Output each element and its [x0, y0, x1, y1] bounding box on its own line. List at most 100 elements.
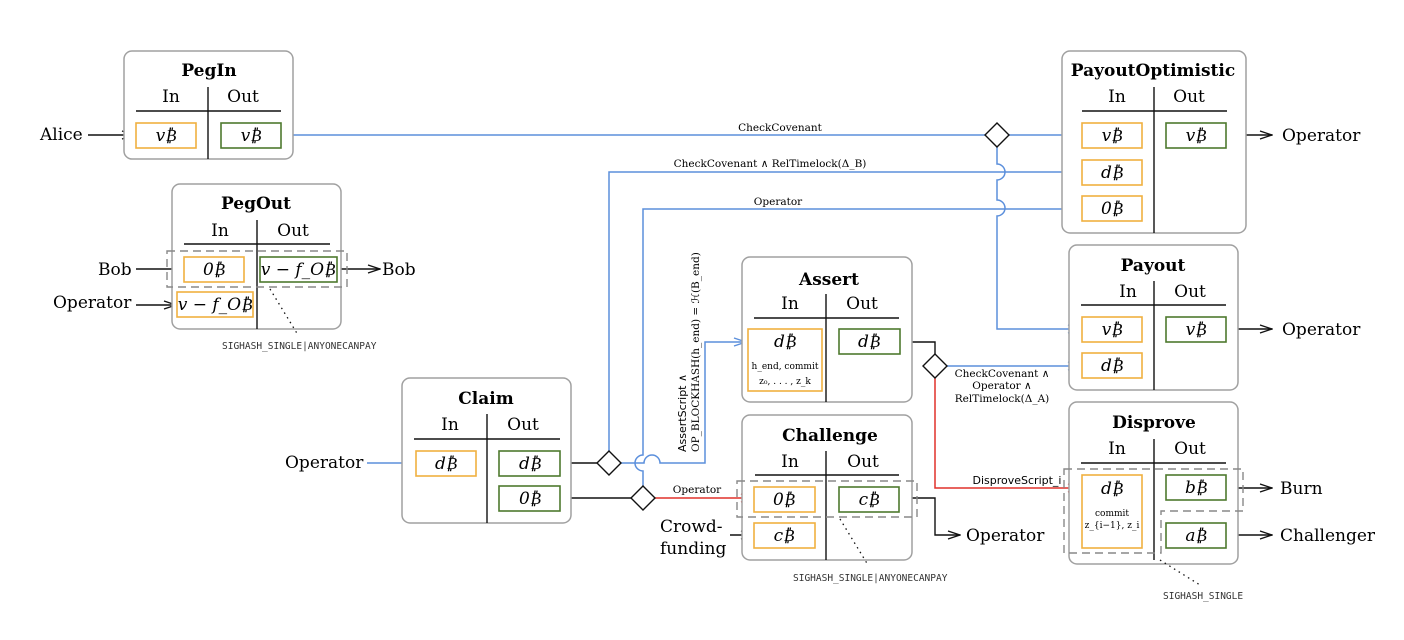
tx-pegin: PegIn In Out v₿ v₿ — [123, 50, 294, 160]
input-value: v₿ — [156, 126, 177, 146]
tx-title: Disprove — [1112, 413, 1196, 433]
out-header: Out — [227, 87, 259, 107]
label-check-covenant-timelock-b: CheckCovenant ∧ RelTimelock(Δ_B) — [674, 158, 867, 170]
in-header: In — [1119, 282, 1137, 302]
label-operator-top: Operator — [754, 196, 803, 208]
input-value: v − f_O₿ — [178, 295, 253, 315]
sighash-group — [1063, 468, 1244, 554]
input-utxo — [1081, 316, 1143, 343]
input-note: h_end, commit — [752, 362, 819, 372]
in-header: In — [441, 415, 459, 435]
label-assert-script-2: OP_BLOCKHASH(h_end) = ℋ(B_end) — [690, 252, 702, 452]
actor-operator-payout-opt: Operator — [1282, 126, 1361, 146]
sighash-group — [166, 250, 348, 288]
output-utxo — [498, 450, 561, 477]
label-assert-script-1: AssertScript ∧ — [676, 374, 689, 452]
sighash-label: SIGHASH_SINGLE|ANYONECANPAY — [222, 341, 377, 352]
input-value: d₿ — [1101, 163, 1123, 183]
label-check-covenant: CheckCovenant — [738, 122, 823, 134]
actor-operator-payout: Operator — [1282, 320, 1361, 340]
input-utxo — [176, 291, 254, 318]
out-header: Out — [846, 294, 878, 314]
tx-challenge: Challenge In Out 0₿ c₿ c₿ SIGHASH_SINGLE… — [736, 414, 948, 584]
actor-challenger: Challenger — [1280, 526, 1376, 546]
output-value: v − f_O₿ — [261, 260, 336, 280]
input-utxo — [415, 450, 477, 477]
tx-title: PayoutOptimistic — [1071, 61, 1235, 81]
output-utxo — [220, 122, 282, 149]
sighash-label: SIGHASH_SINGLE — [1163, 591, 1243, 602]
input-value: 0₿ — [773, 490, 795, 510]
input-utxo — [753, 522, 816, 549]
edge-labels: CheckCovenant CheckCovenant ∧ RelTimeloc… — [673, 122, 1062, 496]
input-utxo — [183, 256, 245, 283]
input-note: commit — [1095, 509, 1129, 519]
tx-disprove: Disprove In Out d₿ commit z_{i−1}, z_i b… — [1063, 401, 1244, 602]
actor-alice: Alice — [39, 125, 83, 145]
actor-operator-claim: Operator — [285, 453, 364, 473]
sighash-group — [736, 480, 918, 518]
edge-claim-payoutopt-d — [608, 172, 1080, 451]
output-value: 0₿ — [519, 489, 541, 509]
input-utxo — [1081, 195, 1143, 222]
label-payout-cond-3: RelTimelock(Δ_A) — [955, 393, 1050, 405]
actor-burn: Burn — [1280, 479, 1323, 499]
input-value: c₿ — [774, 526, 795, 546]
input-value: d₿ — [774, 332, 796, 352]
out-header: Out — [277, 221, 309, 241]
output-value: b₿ — [1185, 478, 1207, 498]
output-utxo — [1165, 316, 1227, 343]
input-value: 0₿ — [203, 260, 225, 280]
label-disprove-script: DisproveScript_i — [973, 474, 1062, 487]
diamond-assert — [922, 353, 948, 379]
input-value: v₿ — [1102, 320, 1123, 340]
out-header: Out — [507, 415, 539, 435]
actor-operator-pegout: Operator — [53, 293, 132, 313]
input-value: d₿ — [1101, 479, 1123, 499]
output-utxo — [838, 328, 901, 355]
output-value: v₿ — [241, 126, 262, 146]
sighash-label: SIGHASH_SINGLE|ANYONECANPAY — [793, 573, 948, 584]
input-utxo — [1081, 474, 1143, 549]
actor-crowdfunding-1: Crowd- — [660, 517, 723, 537]
in-header: In — [1108, 439, 1126, 459]
edge-claim-payoutopt-0 — [634, 209, 1080, 486]
input-value: 0₿ — [1101, 199, 1123, 219]
actor-bob-in: Bob — [98, 260, 132, 280]
input-value: d₿ — [1101, 356, 1123, 376]
tx-title: Claim — [458, 389, 513, 409]
tx-title: PegIn — [181, 61, 236, 81]
tx-pegout: PegOut In Out 0₿ v − f_O₿ v − f_O₿ SIGHA… — [166, 183, 377, 352]
out-header: Out — [847, 452, 879, 472]
input-value: d₿ — [435, 454, 457, 474]
in-header: In — [781, 452, 799, 472]
diamond-claim-0 — [630, 485, 656, 511]
output-utxo — [1165, 474, 1227, 501]
actor-crowdfunding-2: funding — [660, 539, 726, 559]
output-utxo — [259, 256, 338, 283]
actors: Alice Bob Bob Operator Operator Crowd- f… — [39, 125, 1376, 559]
diamond-claim-d — [596, 450, 622, 476]
out-header: Out — [1173, 87, 1205, 107]
edge-checkcovenant-payout — [996, 147, 1080, 329]
out-header: Out — [1174, 282, 1206, 302]
label-payout-cond-1: CheckCovenant ∧ — [955, 368, 1050, 380]
input-utxo — [747, 328, 823, 392]
tx-payout: Payout In Out v₿ d₿ v₿ — [1068, 244, 1239, 391]
tx-title: Challenge — [782, 426, 878, 446]
actor-operator-challenge: Operator — [966, 526, 1045, 546]
output-value: a₿ — [1185, 526, 1206, 546]
output-value: d₿ — [858, 332, 880, 352]
input-utxo — [135, 122, 197, 149]
tx-title: PegOut — [221, 194, 291, 214]
in-header: In — [211, 221, 229, 241]
output-value: v₿ — [1186, 126, 1207, 146]
input-utxo — [753, 486, 816, 513]
tx-payout-optimistic: PayoutOptimistic In Out v₿ d₿ 0₿ v₿ — [1061, 50, 1247, 234]
tx-title: Payout — [1121, 256, 1186, 276]
input-note: z_{i−1}, z_i — [1085, 521, 1140, 531]
input-utxo — [1081, 352, 1143, 379]
edge-assert-disprove — [934, 378, 1080, 488]
tx-claim: Claim In Out d₿ d₿ 0₿ — [401, 377, 572, 524]
